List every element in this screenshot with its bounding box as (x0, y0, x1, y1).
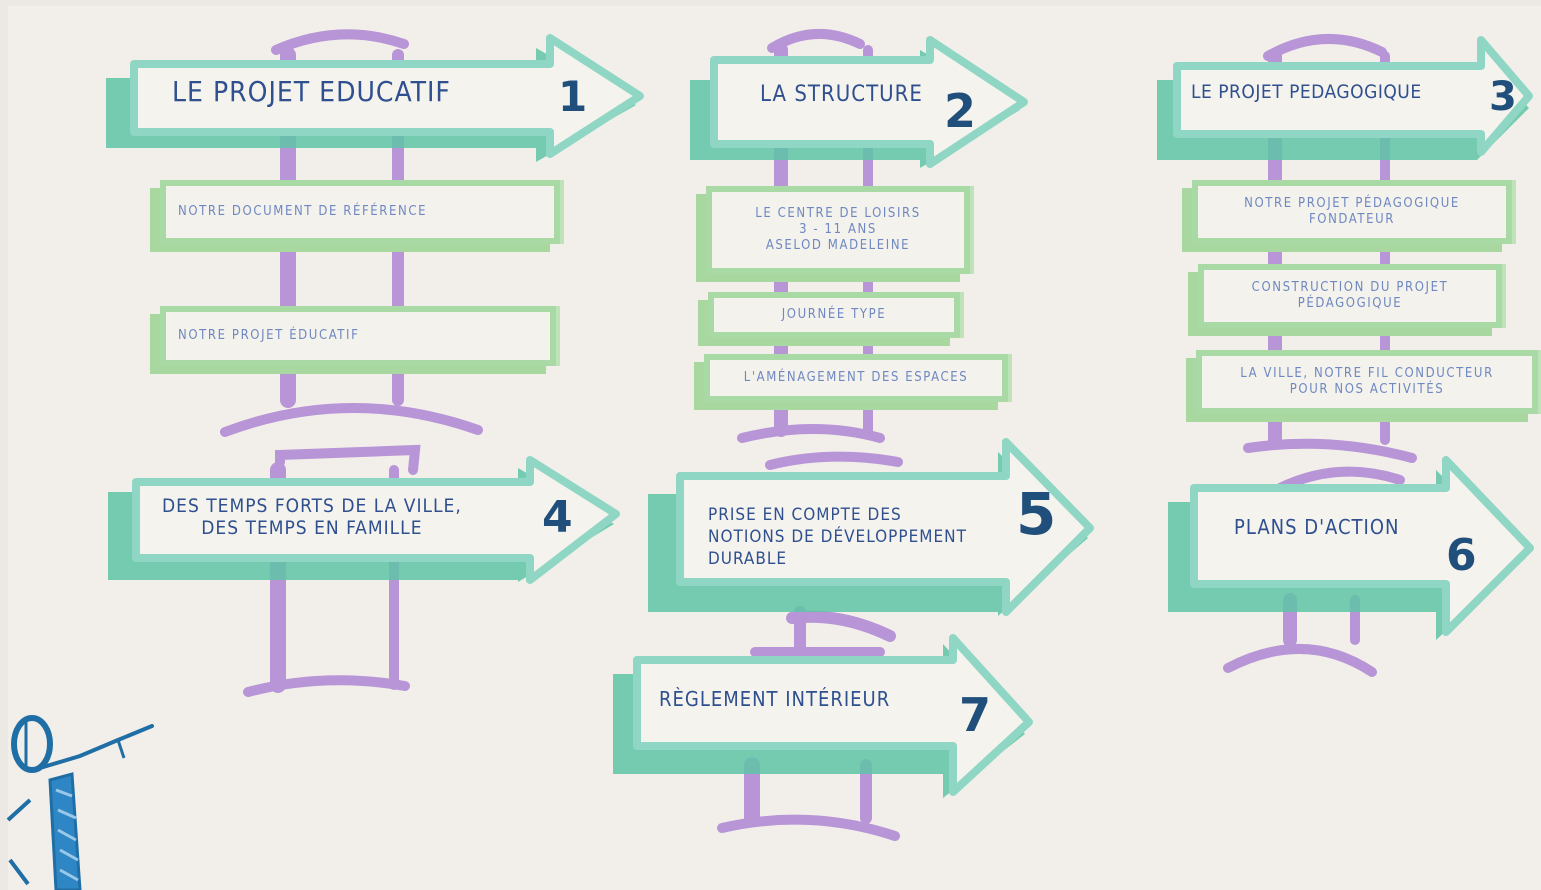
arrow-sign-2: LA STRUCTURE 2 (690, 36, 1032, 168)
arrow-sign-3: LE PROJET PEDAGOGIQUE 3 (1155, 36, 1535, 166)
arrow-5-label: PRISE EN COMPTE DES NOTIONS DE DÉVELOPPE… (708, 505, 967, 570)
sign-journee-type: JOURNÉE TYPE (708, 292, 960, 338)
arrow-sign-5: PRISE EN COMPTE DES NOTIONS DE DÉVELOPPE… (648, 438, 1095, 616)
arrow-shape (648, 438, 1094, 616)
arrow-3-number: 3 (1489, 74, 1517, 120)
arrow-sign-1: LE PROJET EDUCATIF 1 (106, 34, 645, 164)
sign-ville-fil-conducteur: LA VILLE, NOTRE FIL CONDUCTEUR POUR NOS … (1196, 350, 1538, 414)
arrow-shape (106, 34, 644, 162)
arrow-sign-4: DES TEMPS FORTS DE LA VILLE, DES TEMPS E… (108, 456, 620, 586)
sign-construction-projet-pedagogique: CONSTRUCTION DU PROJET PÉDAGOGIQUE (1198, 264, 1502, 328)
pointing-figure-icon (6, 715, 154, 890)
arrow-shape (1168, 456, 1534, 640)
arrow-6-number: 6 (1446, 530, 1477, 581)
arrow-1-number: 1 (558, 72, 588, 121)
arrow-shape (613, 634, 1033, 798)
arrow-1-label: LE PROJET EDUCATIF (172, 75, 451, 108)
sign-notre-projet-educatif: NOTRE PROJET ÉDUCATIF (160, 306, 556, 366)
arrow-7-number: 7 (959, 688, 992, 742)
arrow-shape (690, 36, 1028, 168)
sign-projet-pedagogique-fondateur: NOTRE PROJET PÉDAGOGIQUE FONDATEUR (1192, 180, 1512, 244)
arrow-sign-6: PLANS D'ACTION 6 (1168, 456, 1535, 641)
arrow-5-number: 5 (1016, 480, 1057, 548)
arrow-2-label: LA STRUCTURE (760, 82, 923, 107)
arrow-4-number: 4 (542, 492, 573, 543)
arrow-sign-7: RÈGLEMENT INTÉRIEUR 7 (613, 634, 1035, 798)
arrow-shape (1157, 36, 1533, 160)
sign-centre-de-loisirs: LE CENTRE DE LOISIRS 3 - 11 ANS ASELOD M… (706, 186, 970, 274)
sign-notre-document-de-reference: NOTRE DOCUMENT DE RÉFÉRENCE (160, 180, 560, 244)
arrow-shape (108, 456, 620, 584)
arrow-7-label: RÈGLEMENT INTÉRIEUR (659, 687, 891, 711)
arrow-2-number: 2 (944, 84, 977, 138)
sign-amenagement-des-espaces: L'AMÉNAGEMENT DES ESPACES (704, 354, 1008, 402)
arrow-3-label: LE PROJET PEDAGOGIQUE (1191, 81, 1422, 103)
arrow-4-label: DES TEMPS FORTS DE LA VILLE, DES TEMPS E… (162, 495, 462, 539)
arrow-6-label: PLANS D'ACTION (1234, 515, 1400, 539)
